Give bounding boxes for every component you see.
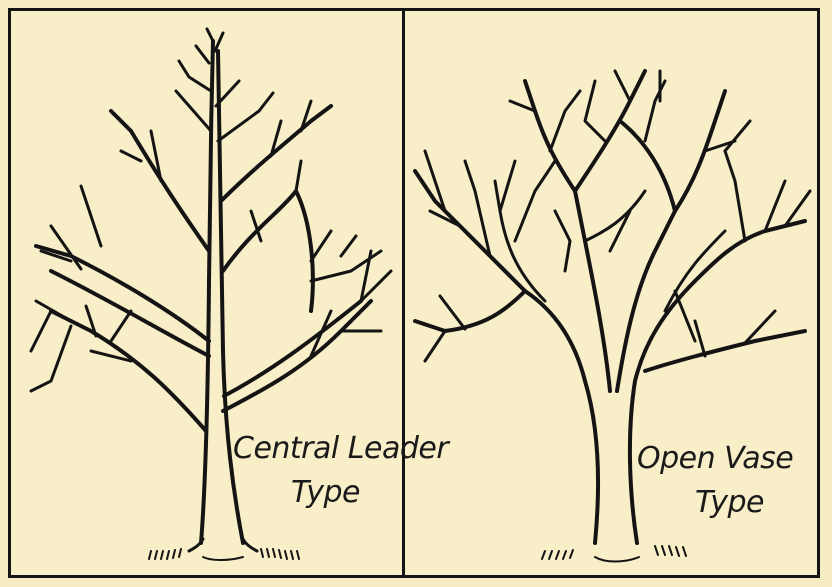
open-vase-label-line1: Open Vase <box>637 441 793 476</box>
open-vase-panel: Open Vase Type <box>405 11 817 575</box>
open-vase-label-line2: Type <box>695 485 764 520</box>
central-leader-panel: Central Leader Type <box>11 11 402 575</box>
central-leader-label-line2: Type <box>291 475 360 510</box>
